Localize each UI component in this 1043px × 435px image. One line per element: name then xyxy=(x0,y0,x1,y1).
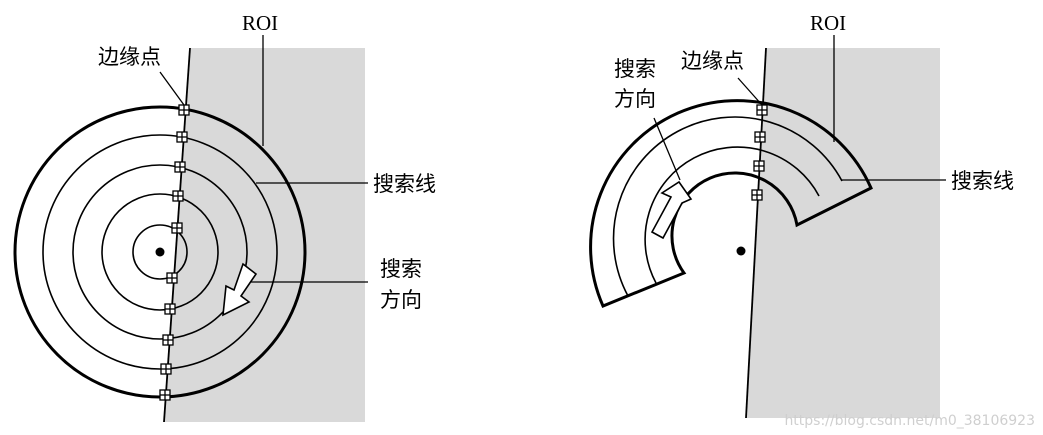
left-edge-points xyxy=(159,104,190,401)
right-search-dir-leader xyxy=(653,117,681,181)
right-edge-points xyxy=(751,104,768,201)
right-search-direction-label-1: 搜索 xyxy=(614,57,656,81)
edge-point-marker xyxy=(172,190,184,202)
watermark-text: https://blog.csdn.net/m0_38106923 xyxy=(784,413,1035,429)
edge-point-marker xyxy=(178,104,190,116)
edge-point-marker xyxy=(164,303,176,315)
left-roi-label: ROI xyxy=(242,11,278,35)
right-search-arc xyxy=(644,146,820,284)
right-search-direction-label-2: 方向 xyxy=(614,87,656,111)
edge-point-marker xyxy=(160,363,172,375)
left-center-point xyxy=(155,247,165,257)
right-panel-arc-roi: ROI 边缘点 搜索线 搜索 方向 xyxy=(589,11,1014,419)
left-search-direction-arrow xyxy=(222,262,258,317)
edge-point-marker xyxy=(176,131,188,143)
left-panel-circular-roi: ROI 边缘点 搜索线 搜索 方向 xyxy=(13,11,436,423)
right-center-point xyxy=(736,246,746,256)
right-search-line-label: 搜索线 xyxy=(951,169,1014,193)
left-gray-region xyxy=(164,48,365,422)
right-edge-point-leader xyxy=(737,77,763,106)
left-search-circle xyxy=(101,193,219,311)
left-search-circle xyxy=(42,134,278,370)
edge-point-marker xyxy=(756,104,768,116)
right-search-arc xyxy=(612,116,843,297)
edge-point-marker xyxy=(174,161,186,173)
left-edge-point-leader xyxy=(159,71,185,106)
edge-point-marker xyxy=(754,131,766,143)
left-search-direction-label-1: 搜索 xyxy=(380,257,422,281)
edge-point-marker xyxy=(753,160,765,172)
left-search-line-label: 搜索线 xyxy=(373,172,436,196)
left-edge-point-label: 边缘点 xyxy=(98,45,161,69)
right-search-direction-arrow xyxy=(650,180,693,240)
edge-point-marker xyxy=(159,389,171,401)
right-roi-label: ROI xyxy=(810,11,846,35)
left-search-circle xyxy=(132,224,188,280)
right-edge-point-label: 边缘点 xyxy=(681,49,744,73)
edge-point-marker xyxy=(166,272,178,284)
left-search-circle xyxy=(72,164,248,340)
left-search-direction-label-2: 方向 xyxy=(380,288,422,312)
edge-point-marker xyxy=(171,222,183,234)
edge-point-marker xyxy=(751,189,763,201)
edge-point-marker xyxy=(162,334,174,346)
right-gray-region xyxy=(746,48,940,418)
